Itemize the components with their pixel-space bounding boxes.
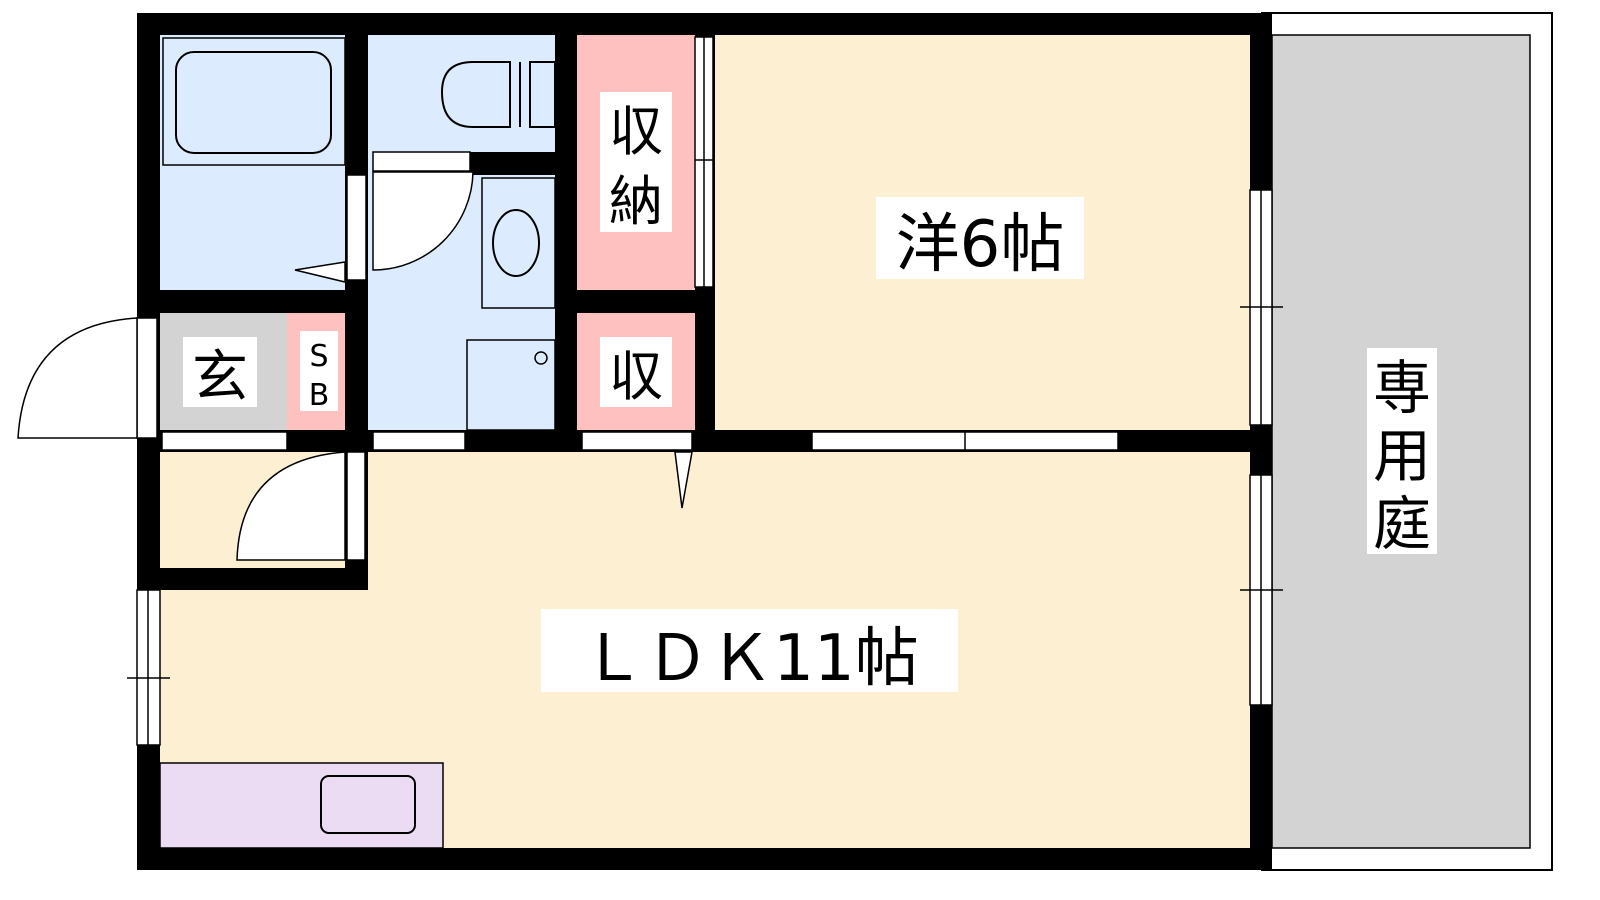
bathtub [162, 37, 346, 166]
garden-label: 専 [1373, 354, 1431, 422]
storage-small-label: 収 [609, 345, 663, 408]
entrance-step [161, 431, 288, 451]
washbasin-icon [492, 209, 540, 277]
bathroom [160, 35, 345, 290]
bathtub-basin-icon [175, 51, 332, 154]
washroom-sliding-door[interactable] [372, 431, 466, 451]
toilet-room [368, 35, 555, 152]
front-door-frame[interactable] [136, 317, 158, 439]
bathroom-door[interactable] [346, 174, 367, 281]
storage-label: 収 [609, 100, 663, 163]
vanity [481, 177, 556, 309]
western-room-label: 洋6帖 [896, 208, 1065, 282]
wall [137, 568, 368, 590]
storage-door[interactable] [581, 431, 693, 451]
closet-door[interactable] [346, 451, 366, 561]
washing-machine-pan [466, 339, 556, 431]
sink-icon [320, 775, 416, 834]
drain-icon [534, 351, 548, 365]
storage-label: 納 [609, 170, 663, 233]
front-door-swing[interactable] [17, 317, 138, 439]
shoebox-label: S [309, 339, 328, 374]
sliding-arrow-icon [674, 451, 693, 509]
toilet-icon [440, 61, 556, 128]
shoebox-label: B [309, 378, 330, 413]
garden-label: 庭 [1373, 490, 1431, 558]
wall [470, 152, 555, 175]
ldk-label: ＬＤＫ11帖 [581, 622, 918, 696]
closet-door-swing[interactable] [236, 451, 346, 561]
door[interactable] [372, 151, 471, 172]
entrance-label: 玄 [192, 345, 248, 410]
washroom-door-swing[interactable] [372, 171, 474, 271]
sliding-arrow-icon [294, 261, 346, 283]
garden-label: 用 [1373, 422, 1431, 490]
